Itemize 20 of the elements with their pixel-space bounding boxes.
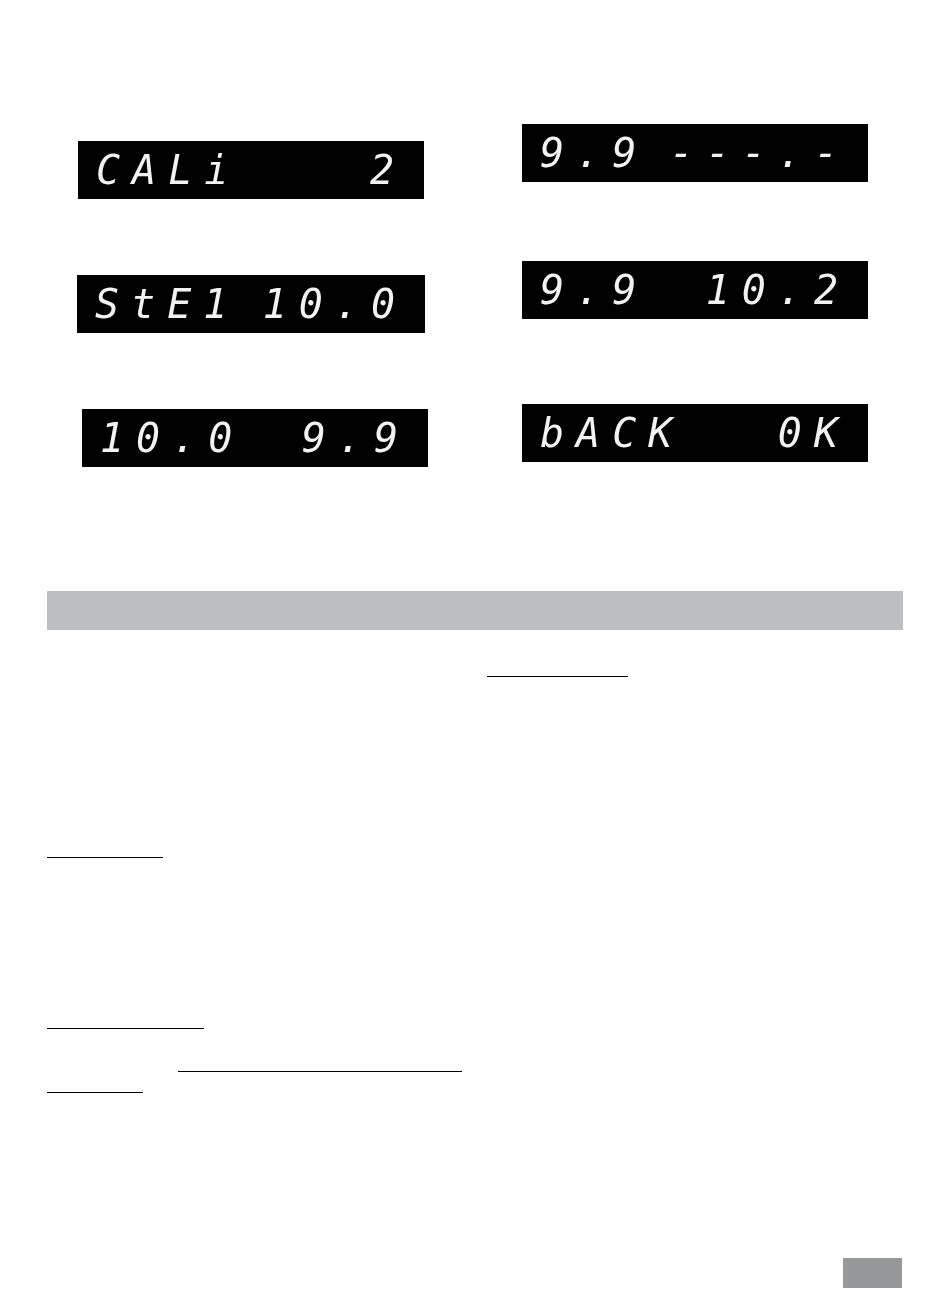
display-value: 9.9: [301, 415, 410, 461]
led-display: [522, 261, 868, 319]
led-display: [522, 124, 868, 182]
display-value: 0K: [777, 410, 850, 456]
led-display: [82, 409, 428, 467]
display-value: 2: [369, 147, 406, 193]
led-display: [522, 404, 868, 462]
display-code: CALi: [96, 147, 241, 193]
display-code: 10.0: [100, 415, 245, 461]
section-header-bar: [47, 591, 903, 630]
display-value: 10.2: [705, 267, 850, 313]
display-value: 10.0: [262, 281, 407, 327]
display-value: ---.-: [669, 130, 850, 176]
display-code: bACK: [540, 410, 685, 456]
display-code: 9.9: [540, 130, 649, 176]
display-code: 9.9: [540, 267, 649, 313]
led-display: [78, 141, 424, 199]
page-number-box: [843, 1258, 902, 1288]
led-display: [77, 275, 425, 333]
display-code: StE1: [95, 281, 240, 327]
